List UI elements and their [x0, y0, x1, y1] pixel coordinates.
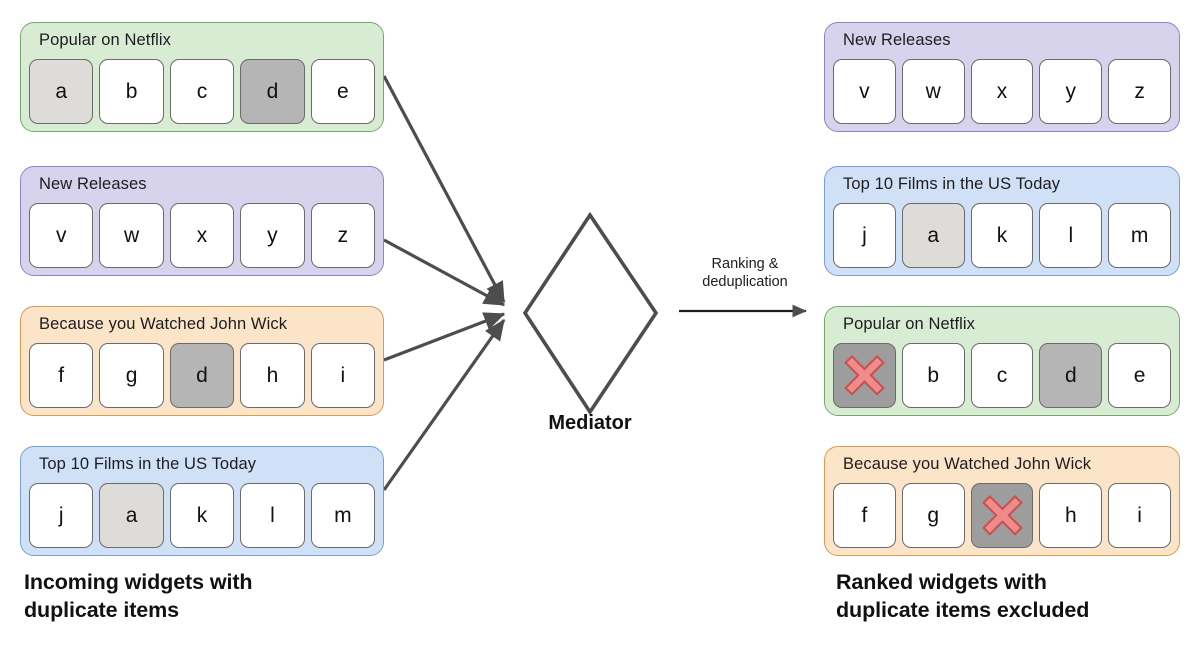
item-tile[interactable]: b — [901, 343, 965, 408]
item-tile[interactable]: y — [1039, 59, 1103, 124]
widget-popular-on-netflix-in[interactable]: Popular on Netflix a b c d e — [20, 22, 384, 132]
mediator-diamond — [522, 211, 659, 416]
connector-popular-to-mediator — [382, 75, 506, 304]
item-tile[interactable]: g — [99, 343, 164, 408]
process-arrow-label: Ranking & deduplication — [702, 256, 788, 290]
item-tile[interactable]: z — [310, 203, 376, 268]
item-tile[interactable]: i — [1108, 483, 1171, 548]
item-tile[interactable]: d — [1039, 343, 1103, 408]
x-mark-icon — [844, 355, 885, 396]
left-caption: Incoming widgets with duplicate items — [24, 570, 253, 622]
widget-new-releases-in[interactable]: New Releases v w x y z — [20, 166, 384, 276]
item-tile[interactable]: z — [1108, 59, 1171, 124]
item-tile[interactable]: x — [169, 203, 235, 268]
mediator-label: Mediator — [548, 412, 632, 434]
item-tile[interactable]: v — [29, 203, 94, 268]
item-tile[interactable]: h — [240, 343, 305, 408]
item-tile[interactable]: c — [970, 343, 1034, 408]
connector-top10-to-mediator — [382, 318, 506, 491]
item-tile[interactable]: a — [29, 59, 94, 124]
right-caption: Ranked widgets with duplicate items excl… — [836, 570, 1090, 622]
item-tile[interactable]: b — [99, 59, 164, 124]
item-tile[interactable]: y — [240, 203, 305, 268]
item-tile[interactable]: d — [240, 59, 305, 124]
widget-because-you-watched-in[interactable]: Because you Watched John Wick f g d h i — [20, 306, 384, 416]
item-tile[interactable]: v — [833, 59, 896, 124]
connector-new-releases-to-mediator — [383, 238, 506, 307]
item-tile[interactable]: l — [240, 483, 305, 548]
item-tile[interactable]: j — [29, 483, 94, 548]
tile-row: a b c d e — [29, 59, 376, 124]
widget-title: Because you Watched John Wick — [39, 315, 288, 333]
widget-popular-on-netflix-out[interactable]: Popular on Netflix b c d e — [824, 306, 1180, 416]
tile-row: f g h i — [833, 483, 1171, 548]
widget-title: Top 10 Films in the US Today — [39, 455, 257, 473]
item-tile[interactable]: g — [901, 483, 965, 548]
tile-row: b c d e — [833, 343, 1171, 408]
item-tile[interactable]: w — [99, 203, 164, 268]
item-tile-excluded[interactable] — [970, 483, 1034, 548]
item-tile[interactable]: i — [310, 343, 376, 408]
item-tile[interactable]: j — [833, 203, 896, 268]
widget-title: Popular on Netflix — [843, 315, 976, 333]
item-tile[interactable]: k — [169, 483, 235, 548]
tile-row: f g d h i — [29, 343, 376, 408]
widget-new-releases-out[interactable]: New Releases v w x y z — [824, 22, 1180, 132]
item-tile-excluded[interactable] — [833, 343, 896, 408]
connector-john-wick-to-mediator — [383, 312, 506, 362]
tile-row: v w x y z — [833, 59, 1171, 124]
widget-title: New Releases — [39, 175, 147, 193]
item-tile[interactable]: w — [901, 59, 965, 124]
item-tile[interactable]: h — [1039, 483, 1103, 548]
item-tile[interactable]: d — [169, 343, 235, 408]
widget-top-10-films-out[interactable]: Top 10 Films in the US Today j a k l m — [824, 166, 1180, 276]
widget-title: New Releases — [843, 31, 951, 49]
item-tile[interactable]: a — [901, 203, 965, 268]
item-tile[interactable]: f — [29, 343, 94, 408]
item-tile[interactable]: x — [970, 59, 1034, 124]
item-tile[interactable]: e — [310, 59, 376, 124]
item-tile[interactable]: m — [310, 483, 376, 548]
item-tile[interactable]: e — [1108, 343, 1171, 408]
item-tile[interactable]: k — [970, 203, 1034, 268]
item-tile[interactable]: a — [99, 483, 164, 548]
tile-row: j a k l m — [833, 203, 1171, 268]
widget-because-you-watched-out[interactable]: Because you Watched John Wick f g h i — [824, 446, 1180, 556]
widget-title: Because you Watched John Wick — [843, 455, 1092, 473]
item-tile[interactable]: c — [169, 59, 235, 124]
item-tile[interactable]: f — [833, 483, 896, 548]
widget-title: Popular on Netflix — [39, 31, 172, 49]
widget-top-10-films-in[interactable]: Top 10 Films in the US Today j a k l m — [20, 446, 384, 556]
item-tile[interactable]: m — [1108, 203, 1171, 268]
widget-title: Top 10 Films in the US Today — [843, 175, 1061, 193]
tile-row: j a k l m — [29, 483, 376, 548]
item-tile[interactable]: l — [1039, 203, 1103, 268]
x-mark-icon — [981, 495, 1023, 536]
tile-row: v w x y z — [29, 203, 376, 268]
